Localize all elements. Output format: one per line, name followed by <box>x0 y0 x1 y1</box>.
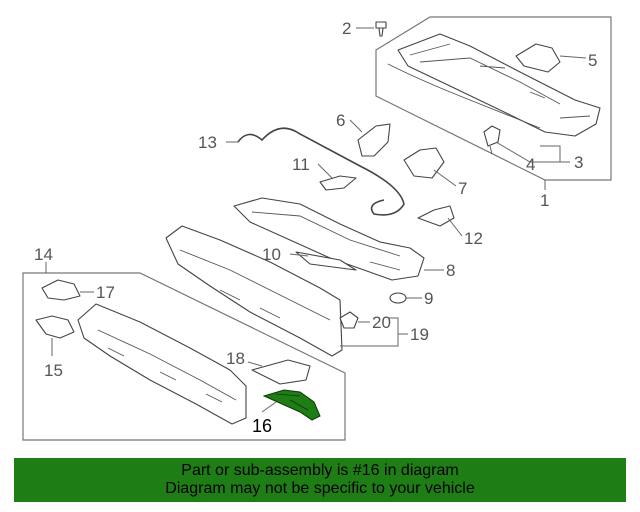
callout-17: 17 <box>96 283 115 302</box>
insulator-10 <box>295 251 357 271</box>
callout-7: 7 <box>458 179 467 198</box>
parts-diagram: 1 2 3 4 5 6 7 8 9 10 11 12 13 14 15 16 1… <box>22 16 612 441</box>
assembly-14-outline <box>22 272 346 441</box>
banner-line-disclaimer: Diagram may not be specific to your vehi… <box>165 480 475 497</box>
callout-19: 19 <box>410 325 429 344</box>
leader-7 <box>433 169 457 187</box>
leader-3 <box>495 141 570 163</box>
callout-9: 9 <box>424 289 433 308</box>
callout-12: 12 <box>464 229 483 248</box>
callout-14: 14 <box>34 245 53 264</box>
callout-1: 1 <box>540 191 549 210</box>
callout-3: 3 <box>574 153 583 172</box>
callout-5: 5 <box>588 51 597 70</box>
lower-cowl-panel <box>77 303 247 425</box>
callout-18: 18 <box>226 349 245 368</box>
highlighted-part-16 <box>262 389 321 421</box>
callout-6: 6 <box>336 111 345 130</box>
seal-5 <box>515 43 561 73</box>
callout-16: 16 <box>252 416 272 436</box>
bracket-11 <box>319 175 357 191</box>
callout-11: 11 <box>292 155 310 174</box>
callout-15: 15 <box>44 361 63 380</box>
grommet-9 <box>389 292 407 304</box>
bracket-6 <box>357 123 391 157</box>
leader-5 <box>559 55 587 59</box>
leader-11 <box>317 163 333 179</box>
leader-6 <box>349 119 363 133</box>
bracket-17 <box>41 279 81 301</box>
leader-16 <box>261 401 277 413</box>
leader-18 <box>247 361 263 367</box>
bracket-15 <box>35 315 75 339</box>
leader-10 <box>289 253 309 257</box>
callout-20: 20 <box>372 313 391 332</box>
washer-nozzle <box>483 125 501 155</box>
part-info-banner: Part or sub-assembly is #16 in diagram D… <box>14 458 626 502</box>
cowl-panel-8 <box>233 197 425 281</box>
cowl-top-panel <box>387 33 601 137</box>
leader-12 <box>447 217 463 237</box>
callout-10: 10 <box>262 245 281 264</box>
bolt-2 <box>375 21 387 37</box>
bracket-18 <box>251 359 311 385</box>
callout-13: 13 <box>198 133 217 152</box>
leader-19 <box>340 317 408 347</box>
assembly-1-outline <box>375 16 612 181</box>
callout-2: 2 <box>342 19 351 38</box>
callout-8: 8 <box>446 261 455 280</box>
dash-panel <box>165 225 343 357</box>
banner-line-part: Part or sub-assembly is #16 in diagram <box>181 462 459 479</box>
callout-4: 4 <box>526 155 535 174</box>
washer-hose-13 <box>237 127 405 216</box>
bracket-12 <box>417 205 455 227</box>
clip-20 <box>339 311 359 329</box>
